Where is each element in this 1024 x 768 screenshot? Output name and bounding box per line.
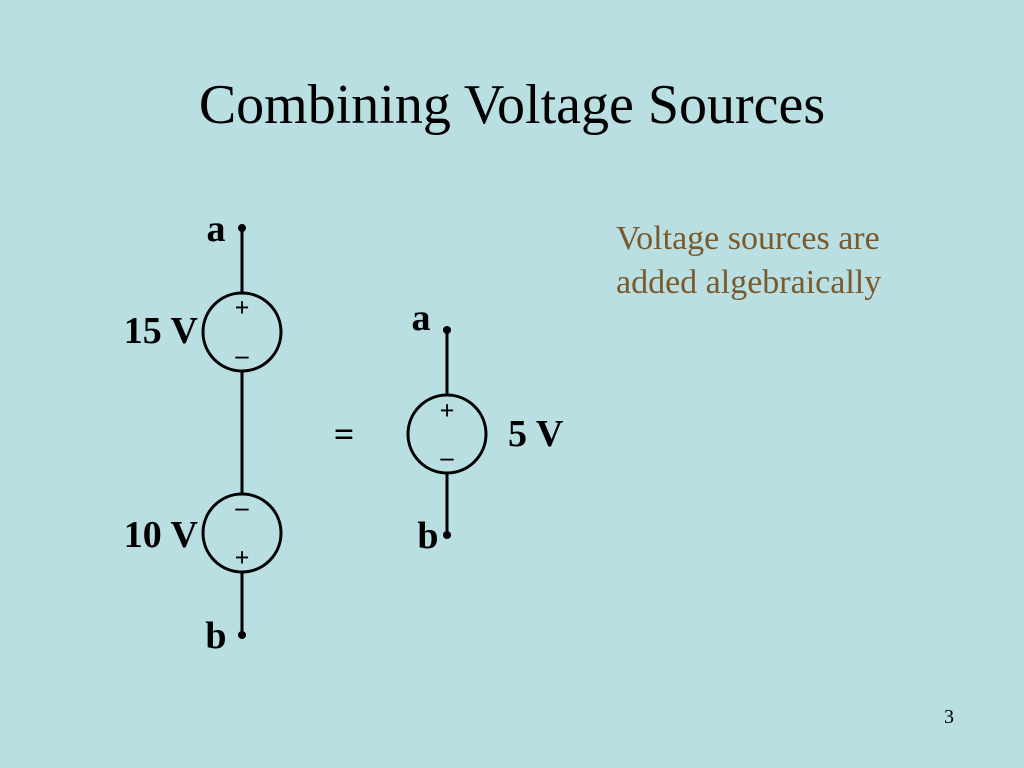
source-15v-minus: – <box>235 341 250 370</box>
source-5v-minus: – <box>440 443 455 472</box>
node-label-b: b <box>205 615 226 657</box>
source-15v-plus: + <box>235 293 250 322</box>
left-circuit: a b 15 V + – 10 V – + <box>124 208 283 657</box>
source-15v-label: 15 V <box>124 310 199 352</box>
node-label-a: a <box>207 208 226 250</box>
node-label-a-equivalent: a <box>412 297 431 339</box>
page-number: 3 <box>944 706 954 728</box>
explanation-note: Voltage sources are added algebraically <box>616 217 881 305</box>
terminal-b-dot-equivalent <box>443 531 451 539</box>
terminal-a-dot-equivalent <box>443 326 451 334</box>
source-5v-plus: + <box>440 396 455 425</box>
note-line-2: added algebraically <box>616 264 882 301</box>
node-label-b-equivalent: b <box>417 515 438 557</box>
terminal-a-dot <box>238 224 246 232</box>
source-5v-label: 5 V <box>508 413 564 455</box>
source-10v-plus: + <box>235 543 250 572</box>
equals-sign: = <box>334 414 355 454</box>
right-circuit: a b 5 V + – <box>406 297 564 557</box>
source-10v-minus: – <box>235 493 250 522</box>
terminal-b-dot <box>238 631 246 639</box>
note-line-1: Voltage sources are <box>616 220 880 257</box>
source-10v-label: 10 V <box>124 514 199 556</box>
slide-title: Combining Voltage Sources <box>198 74 826 136</box>
